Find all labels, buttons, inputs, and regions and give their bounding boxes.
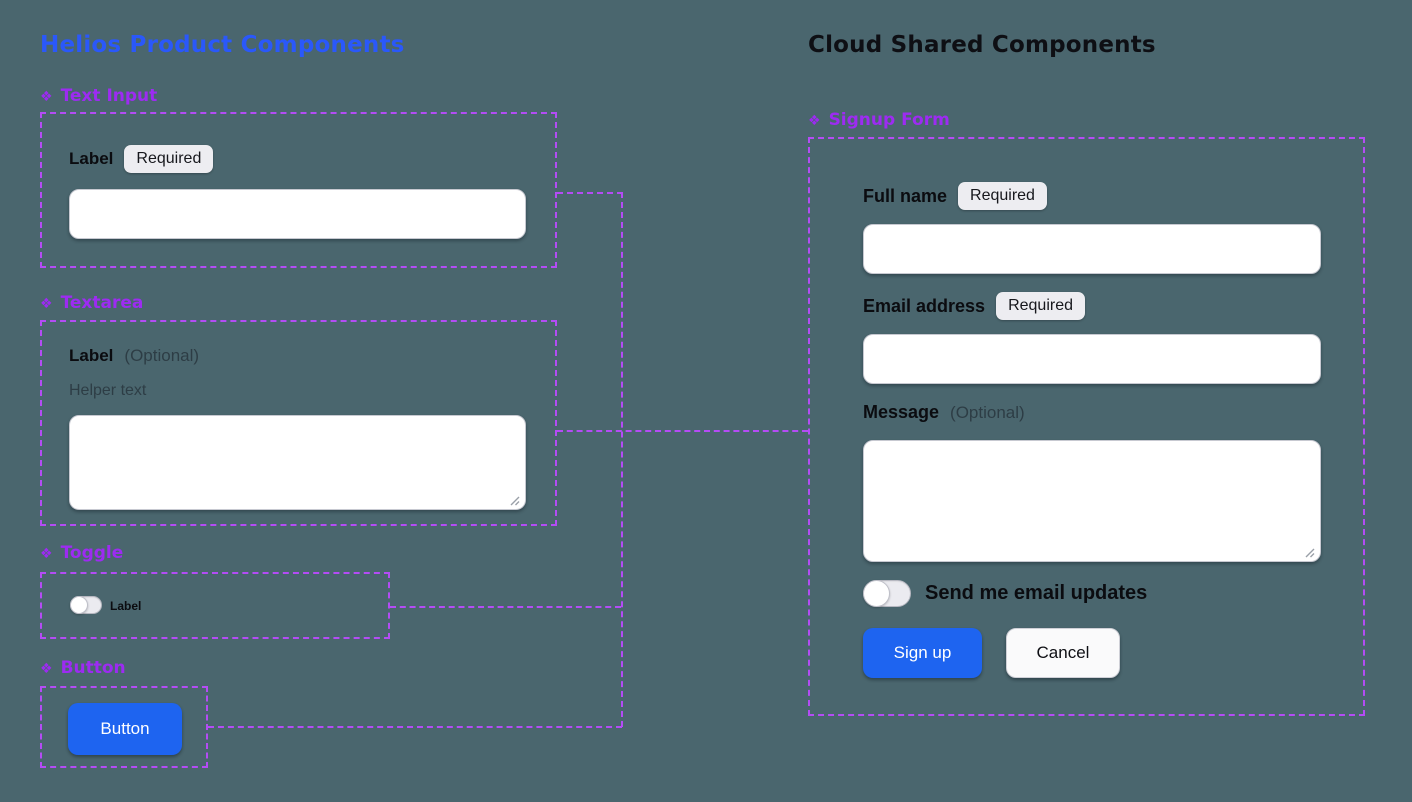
signup-form-frame: Full name Required Email address Require… <box>808 137 1365 716</box>
component-header-label: Textarea <box>60 293 144 313</box>
component-icon: ❖ <box>40 546 53 562</box>
component-icon: ❖ <box>40 296 53 312</box>
field-label: Email address <box>863 295 986 316</box>
optional-hint: (Optional) <box>950 402 1025 422</box>
wire-button <box>208 726 622 728</box>
wire-toggle <box>390 606 621 608</box>
sign-up-button[interactable]: Sign up <box>863 628 982 678</box>
wire-trunk <box>621 192 623 727</box>
toggle-knob <box>70 596 88 614</box>
required-badge: Required <box>996 292 1085 320</box>
resize-handle-icon[interactable] <box>1303 546 1315 558</box>
email-updates-toggle[interactable] <box>863 580 911 607</box>
toggle-switch[interactable] <box>70 596 102 614</box>
optional-hint: (Optional) <box>124 346 200 365</box>
field-label: Label <box>69 149 114 168</box>
toggle-component-frame: Label <box>40 572 390 639</box>
required-badge: Required <box>124 145 214 173</box>
left-section-title: Helios Product Components <box>40 32 405 58</box>
component-header-button: ❖ Button <box>40 658 126 678</box>
full-name-label-row: Full name Required <box>863 182 1047 210</box>
component-header-toggle: ❖ Toggle <box>40 543 123 563</box>
textarea-field[interactable] <box>69 415 526 510</box>
component-icon: ❖ <box>40 661 53 677</box>
email-input[interactable] <box>863 334 1321 384</box>
text-input-field[interactable] <box>69 189 526 239</box>
textarea-component-frame: Label (Optional) Helper text <box>40 320 557 526</box>
component-header-label: Toggle <box>60 543 124 563</box>
message-textarea[interactable] <box>863 440 1321 562</box>
field-label: Message <box>863 402 940 422</box>
email-label-row: Email address Required <box>863 292 1085 320</box>
component-header-label: Button <box>60 658 126 678</box>
textarea-label-row: Label (Optional) <box>69 346 199 366</box>
component-header-label: Signup Form <box>828 110 950 130</box>
component-icon: ❖ <box>40 89 53 105</box>
field-label: Label <box>69 346 114 365</box>
wire-text-input <box>557 192 623 194</box>
full-name-input[interactable] <box>863 224 1321 274</box>
toggle-knob <box>863 580 890 607</box>
component-header-textarea: ❖ Textarea <box>40 293 143 313</box>
resize-handle-icon[interactable] <box>508 494 520 506</box>
helper-text: Helper text <box>69 382 147 399</box>
button-component-frame: Button <box>40 686 208 768</box>
wire-textarea-to-form <box>557 430 808 432</box>
email-updates-label: Send me email updates <box>925 582 1148 604</box>
field-label: Full name <box>863 185 948 206</box>
required-badge: Required <box>958 182 1047 210</box>
component-header-signup-form: ❖ Signup Form <box>808 110 950 130</box>
component-header-text-input: ❖ Text Input <box>40 86 157 106</box>
message-label-row: Message (Optional) <box>863 402 1025 423</box>
component-icon: ❖ <box>808 113 821 129</box>
text-input-component-frame: Label Required <box>40 112 557 268</box>
cancel-button[interactable]: Cancel <box>1006 628 1120 678</box>
right-section-title: Cloud Shared Components <box>808 32 1156 58</box>
text-input-label-row: Label Required <box>69 145 214 173</box>
primary-button[interactable]: Button <box>68 703 182 755</box>
component-header-label: Text Input <box>60 86 158 106</box>
toggle-label: Label <box>110 599 142 613</box>
